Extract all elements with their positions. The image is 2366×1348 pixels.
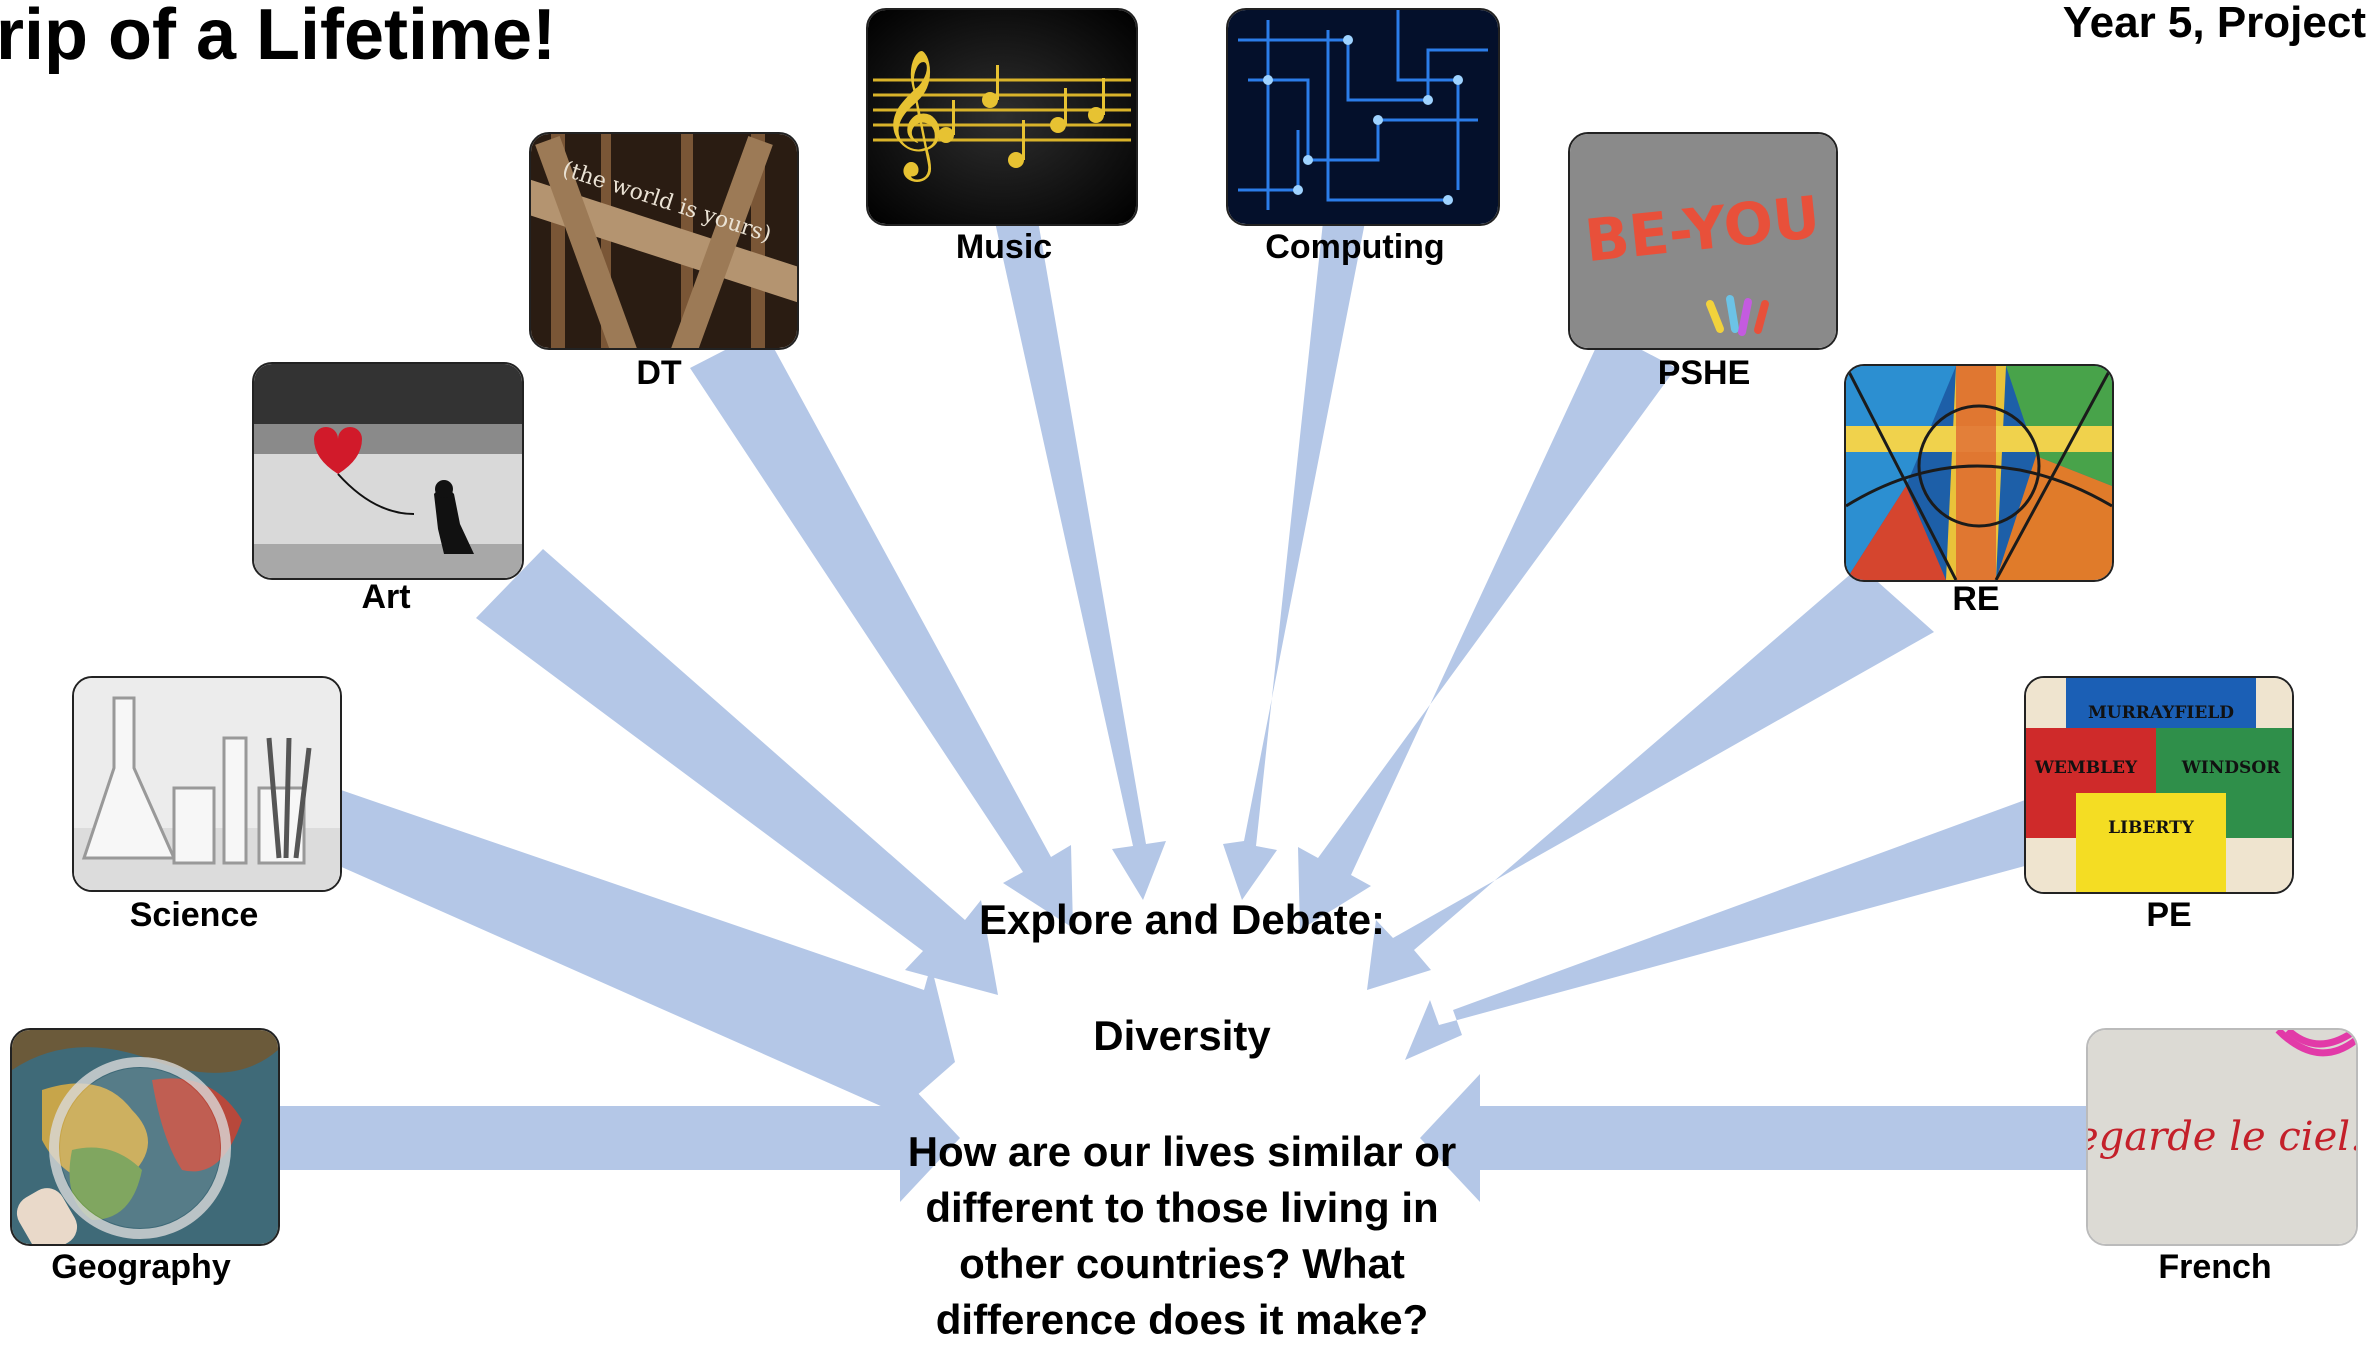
subject-label-re: RE [1952,580,2000,618]
arrow-re [1367,566,1934,990]
french-image: regarde le ciel... [2086,1028,2358,1246]
subject-label-computing: Computing [1265,228,1445,266]
hub-heading: Explore and Debate: [978,896,1386,943]
arrow-art [476,549,998,995]
art-image [252,362,524,580]
arrow-pshe [1298,330,1676,930]
page-title: rip of a Lifetime! [0,0,557,75]
subject-label-science: Science [129,896,259,934]
subject-label-pe: PE [2146,896,2192,934]
subject-label-dt: DT [636,354,682,392]
re-image [1844,364,2114,582]
pe-shirt-1: MURRAYFIELD [2088,703,2234,723]
pe-shirt-4: LIBERTY [2108,818,2195,838]
arrow-science [319,790,955,1132]
hub-question: How are our lives similar or different t… [907,1128,1457,1343]
year-project-label: Year 5, Project [2062,0,2366,47]
music-image: 𝄞 [866,8,1138,226]
subject-label-music: Music [955,228,1053,266]
pshe-image: BE-YOU [1568,132,1838,350]
subject-label-pshe: PSHE [1657,354,1751,392]
geography-image [10,1028,280,1246]
subject-label-french: French [2158,1248,2272,1286]
pe-shirt-2: WEMBLEY [2034,758,2138,778]
arrow-pe [1405,800,2047,1060]
arrow-french [1420,1074,2090,1202]
pe-image: MURRAYFIELD WEMBLEY WINDSOR LIBERTY [2024,676,2294,894]
french-image-text: regarde le ciel... [2088,1114,2356,1160]
pe-shirt-3: WINDSOR [2181,758,2281,778]
arrow-music [995,215,1166,900]
dt-image: (the world is yours) [529,132,799,350]
arrow-geography [270,1074,960,1202]
svg-text:𝄞: 𝄞 [880,48,945,182]
arrow-dt [690,330,1073,928]
subject-label-art: Art [361,578,411,616]
arrow-computing [1223,217,1366,900]
hub-topic: Diversity [1093,1012,1271,1059]
science-image [72,676,342,892]
computing-image [1226,8,1500,226]
subject-label-geography: Geography [51,1248,231,1286]
